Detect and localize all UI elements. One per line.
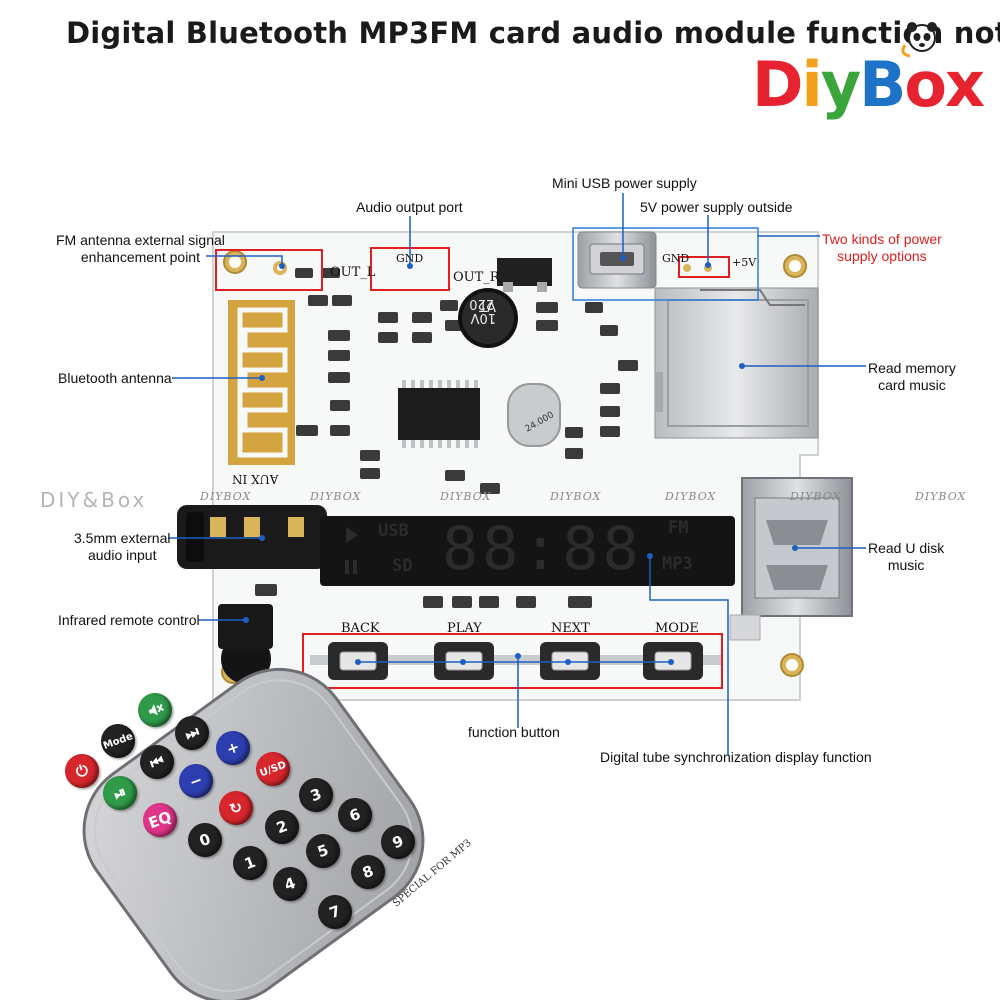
cap-rating-text: 220 xyxy=(469,296,494,311)
cap-brand-text: VT xyxy=(479,298,496,313)
mini-usb-port xyxy=(577,231,657,289)
watermark: DIYBOX xyxy=(915,490,967,503)
led-display xyxy=(320,516,735,586)
watermark: DIYBOX xyxy=(790,490,842,503)
label-5v: 5V power supply outside xyxy=(640,199,793,215)
electrolytic-capacitor: 220 10V VT xyxy=(458,288,518,348)
button-label-mode: MODE xyxy=(655,621,699,636)
page-title: Digital Bluetooth MP3FM card audio modul… xyxy=(66,16,1000,50)
label-line: Read memory xyxy=(868,360,956,376)
display-usb: USB xyxy=(378,521,409,541)
diybox-logo: DiyBox xyxy=(752,48,985,121)
sd-card-slot xyxy=(654,287,819,439)
leader-lines xyxy=(168,193,866,755)
display-fm: FM xyxy=(668,518,689,538)
label-line: FM antenna external signal xyxy=(56,232,225,248)
display-sd: SD xyxy=(392,556,413,576)
label-digital-tube: Digital tube synchronization display fun… xyxy=(600,749,872,765)
label-line: enhancement point xyxy=(80,249,200,265)
watermark: DIYBOX xyxy=(550,490,602,503)
watermark-left: DIY&Box xyxy=(40,488,148,512)
out-l-silk: OUT_L xyxy=(330,265,376,280)
button-label-play: PLAY xyxy=(447,621,482,636)
gnd-silk: GND xyxy=(396,252,424,265)
button-label-next: NEXT xyxy=(551,621,590,636)
label-fm-antenna: FM antenna external signal enhancement p… xyxy=(56,232,225,266)
label-line: Two kinds of power xyxy=(822,231,942,247)
label-audio-output: Audio output port xyxy=(356,199,463,215)
display-mp3: MP3 xyxy=(662,554,693,574)
gnd-power-silk: GND xyxy=(662,252,690,265)
crystal-oscillator: 24.000 xyxy=(507,383,561,447)
label-line: music xyxy=(887,557,925,573)
bluetooth-antenna xyxy=(228,300,295,465)
logo-letter: i xyxy=(801,48,822,121)
logo-letter: x xyxy=(945,48,985,121)
label-line: audio input xyxy=(87,547,157,563)
aux-in-silk: AUX IN xyxy=(232,472,279,486)
ir-receiver xyxy=(218,604,273,684)
label-bluetooth-antenna: Bluetooth antenna xyxy=(58,370,172,386)
main-ic-chip xyxy=(398,380,480,448)
display-digits: 88:88 xyxy=(442,514,643,584)
label-aux-input: 3.5mm external audio input xyxy=(74,530,170,564)
watermark: DIYBOX xyxy=(200,490,252,503)
label-line: supply options xyxy=(837,248,927,264)
label-read-memory: Read memory card music xyxy=(868,360,956,394)
logo-letter: B xyxy=(859,48,906,121)
out-r-silk: OUT_R xyxy=(453,270,500,285)
label-infrared: Infrared remote control xyxy=(58,612,200,628)
label-function-button: function button xyxy=(468,724,560,740)
label-line: Read U disk xyxy=(868,540,945,556)
logo-letter: o xyxy=(904,48,947,121)
label-two-kinds: Two kinds of power supply options xyxy=(822,231,942,265)
label-read-udisk: Read U disk music xyxy=(868,540,944,574)
mute-icon[interactable] xyxy=(133,688,177,732)
watermark: DIYBOX xyxy=(310,490,362,503)
cap-voltage-text: 10V xyxy=(470,310,496,325)
logo-letter: y xyxy=(820,48,861,121)
label-line: card music xyxy=(878,377,946,393)
plus5v-silk: +5V xyxy=(732,256,757,269)
smd-components xyxy=(255,268,638,608)
logo-letter: D xyxy=(752,48,803,121)
button-label-back: BACK xyxy=(341,621,380,636)
aux-jack xyxy=(177,505,327,569)
watermark: DIYBOX xyxy=(440,490,492,503)
label-mini-usb: Mini USB power supply xyxy=(552,175,697,191)
watermark: DIYBOX xyxy=(665,490,717,503)
label-line: 3.5mm external xyxy=(74,530,171,546)
usb-a-port xyxy=(729,477,853,641)
